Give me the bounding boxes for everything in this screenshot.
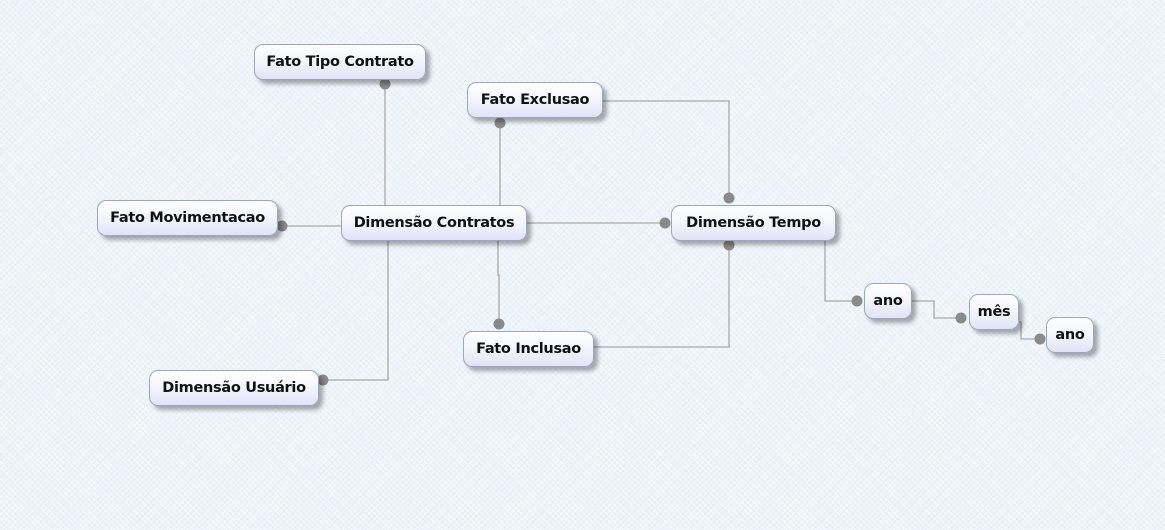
link-contratos-to-usuario: [323, 241, 389, 381]
node-ano[interactable]: ano: [864, 283, 912, 319]
node-fato-exclusao[interactable]: Fato Exclusao: [467, 82, 603, 118]
connector-dot: [723, 239, 735, 251]
node-fato-movimentacao[interactable]: Fato Movimentacao: [97, 200, 278, 236]
node-dimensao-contratos[interactable]: Dimensão Contratos: [341, 205, 527, 241]
node-mes[interactable]: mês: [969, 294, 1019, 330]
connector-dot: [1034, 333, 1046, 345]
node-fato-inclusao[interactable]: Fato Inclusao: [463, 331, 594, 367]
link-ano-to-mes: [912, 300, 961, 319]
link-exclusao-to-tempo: [603, 100, 730, 198]
connector-dot: [276, 220, 288, 232]
connector-dot: [317, 374, 329, 386]
link-contratos-to-inclusao: [497, 241, 500, 324]
node-fato-tipo-contrato[interactable]: Fato Tipo Contrato: [254, 44, 426, 80]
connector-dot: [723, 192, 735, 204]
connector-dot: [379, 78, 391, 90]
connector-dot: [659, 217, 671, 229]
node-dimensao-usuario[interactable]: Dimensão Usuário: [149, 370, 319, 406]
link-mes-to-ano: [1019, 321, 1040, 340]
link-tempo-to-ano: [824, 241, 857, 302]
connector-dot: [955, 312, 967, 324]
node-ano-2[interactable]: ano: [1046, 317, 1094, 353]
connector-dot: [494, 117, 506, 129]
node-dimensao-tempo[interactable]: Dimensão Tempo: [671, 205, 836, 241]
connector-dot: [851, 295, 863, 307]
link-inclusao-to-tempo: [594, 245, 730, 348]
connector-dot: [493, 318, 505, 330]
